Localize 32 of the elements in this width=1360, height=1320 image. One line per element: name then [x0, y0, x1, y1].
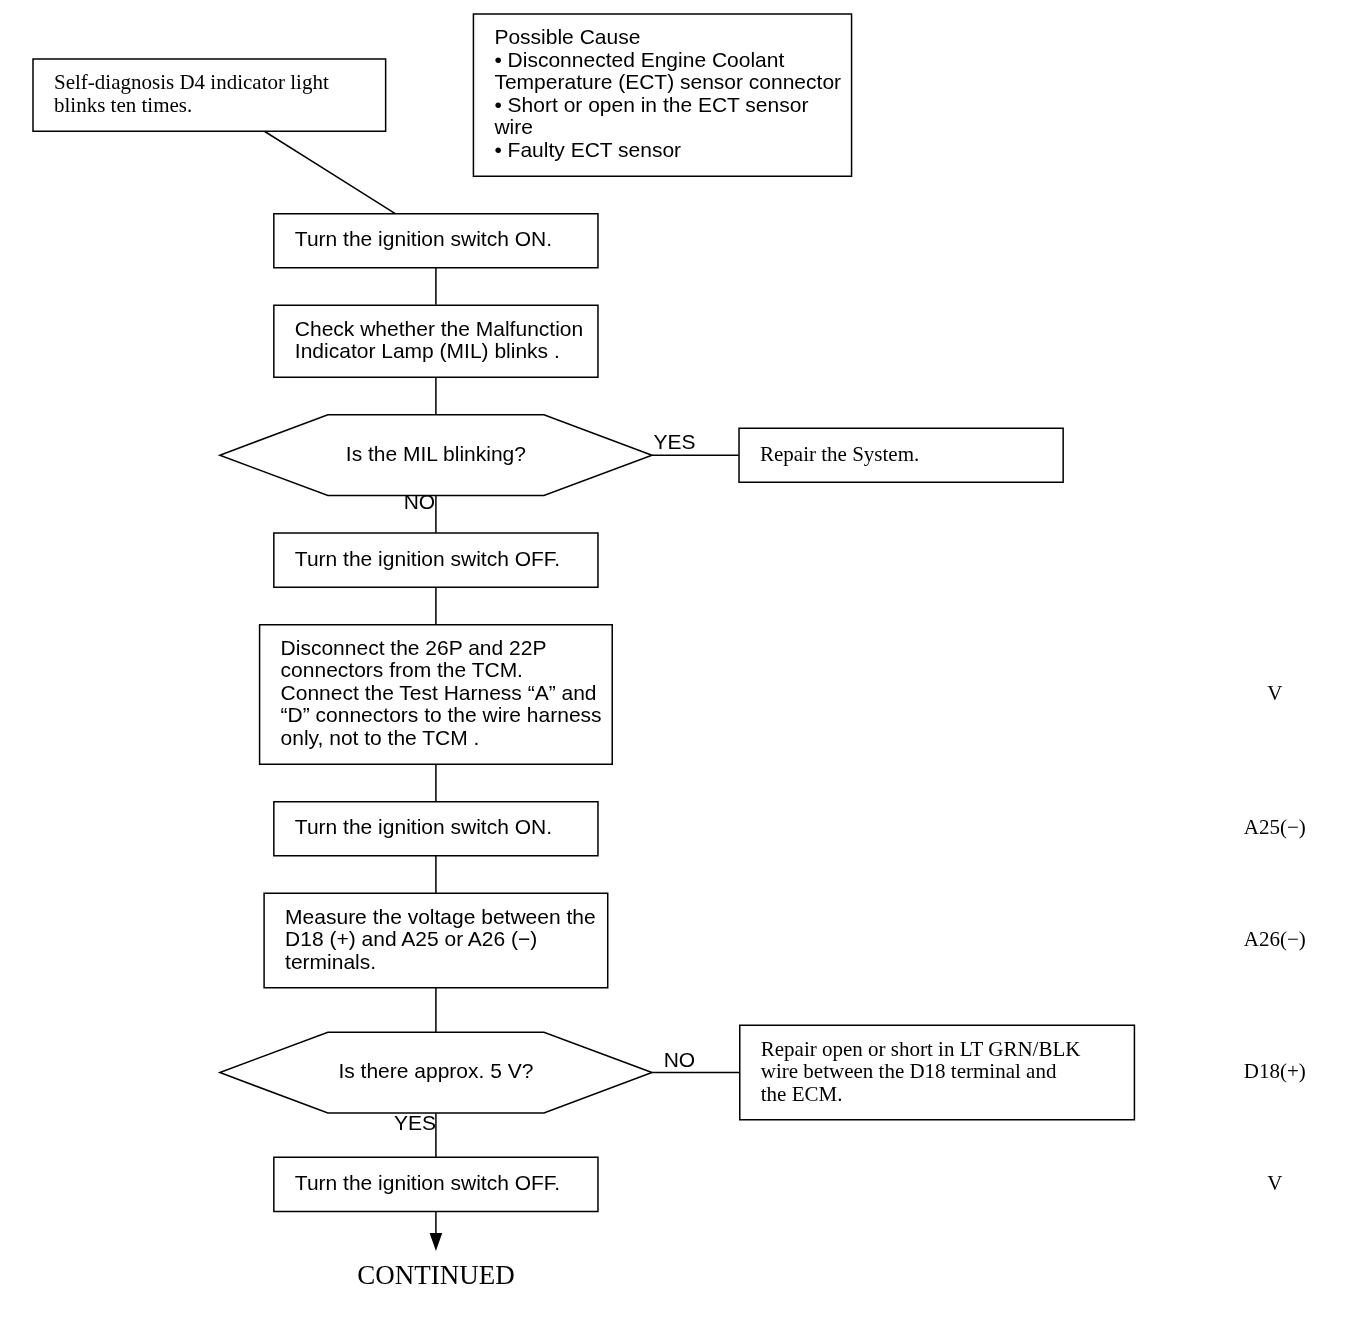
node-box: Turn the ignition switch ON. [272, 212, 599, 269]
connector [263, 130, 396, 215]
connector [434, 1112, 437, 1158]
label: V [1266, 680, 1282, 705]
node-text: CONTINUED [356, 1260, 515, 1291]
connector [434, 763, 437, 803]
node-box: Turn the ignition switch OFF. [272, 532, 599, 588]
connector [650, 454, 739, 456]
connector [434, 495, 437, 534]
connector [434, 855, 437, 894]
connector [434, 586, 437, 626]
label: D18(+) [1243, 1059, 1306, 1084]
node-box: Repair open or short in LT GRN/BLK wire between the D18 terminal and the ECM. [738, 1024, 1135, 1121]
edge-label: YES [652, 430, 695, 454]
edge-label: YES [393, 1111, 436, 1135]
label: A25(−) [1243, 815, 1306, 840]
connector [434, 987, 437, 1033]
label: A26(−) [1243, 927, 1306, 952]
arrow [429, 1210, 442, 1251]
label: V [1266, 1170, 1282, 1195]
node-box: Turn the ignition switch OFF. [272, 1156, 599, 1213]
node-box: Possible Cause • Disconnected Engine Coolant Temperature (ECT) sensor connector • Short or open in the ECT sensor wire • Faulty ECT sensor [472, 13, 852, 177]
node-box: Turn the ignition switch ON. [272, 800, 599, 857]
node-box: Repair the System. [737, 427, 1064, 483]
edge-label: NO [663, 1047, 695, 1071]
node-box: Check whether the Malfunction Indicator Lamp (MIL) blinks . [272, 304, 599, 378]
node-box: Disconnect the 26P and 22P connectors from the TCM. Connect the Test Harness “A” and “D” connectors to the wire harness only, not to the TCM . [258, 623, 613, 765]
connector [434, 267, 437, 306]
node-box: Self-diagnosis D4 indicator light blinks ten times. [31, 58, 386, 132]
connector [434, 377, 437, 416]
connector [651, 1071, 740, 1074]
node-box: Measure the voltage between the D18 (+) and A25 or A26 (−) terminals. [262, 892, 608, 989]
